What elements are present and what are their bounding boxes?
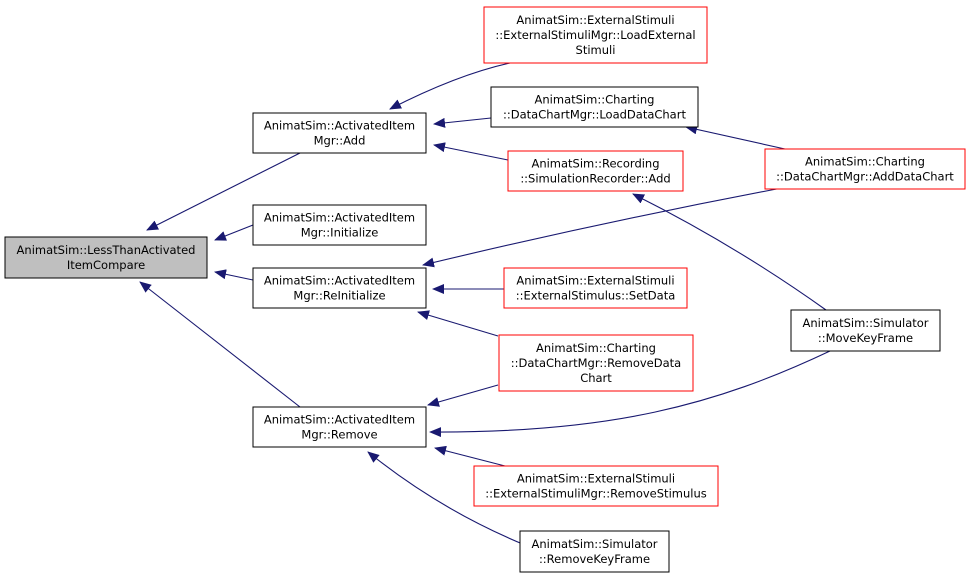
node-box [4,236,208,279]
node-label-line: ::MoveKeyFrame [818,331,913,345]
node-label-line: AnimatSim::Simulator [802,316,928,330]
node-label-line: AnimatSim::Simulator [531,537,657,551]
edge-n8-to-n6 [685,124,786,150]
edge-n8-to-n3 [422,187,783,268]
node-n13[interactable]: AnimatSim::Simulator::RemoveKeyFrame [519,530,670,573]
node-box [252,112,427,154]
node-label-line: AnimatSim::ActivatedItem [264,274,415,288]
node-label-line: AnimatSim::ExternalStimuli [517,472,675,486]
node-label-line: ::RemoveKeyFrame [539,552,650,566]
edge-n11-to-n4 [429,350,831,438]
node-box [490,86,699,128]
node-label-line: Chart [580,371,612,385]
node-box [252,406,427,448]
node-n8[interactable]: AnimatSim::Charting::DataChartMgr::AddDa… [764,148,966,190]
nodes-layer: AnimatSim::LessThanActivatedItemCompareA… [4,6,966,573]
node-box [252,204,427,246]
node-label-line: AnimatSim::Charting [536,341,656,355]
node-n9[interactable]: AnimatSim::ExternalStimuli::ExternalStim… [503,267,688,309]
node-box [498,334,694,392]
node-label-line: AnimatSim::Charting [535,93,655,107]
node-n5[interactable]: AnimatSim::ExternalStimuli::ExternalStim… [483,6,708,64]
node-label-line: ::ExternalStimuliMgr::LoadExternal [495,28,695,42]
edge-n7-to-n1 [433,142,509,161]
edge-n11-to-n7 [632,193,827,311]
node-box [519,530,670,573]
node-box [252,267,427,309]
node-label-line: Mgr::Add [314,134,366,148]
node-label-line: ::ExternalStimulus::SetData [516,289,676,303]
node-label-line: AnimatSim::ActivatedItem [264,413,415,427]
edge-n2-to-n0 [214,224,254,241]
edge-n4-to-n0 [139,281,301,408]
edge-n1-to-n0 [146,152,301,231]
node-n3[interactable]: AnimatSim::ActivatedItemMgr::ReInitializ… [252,267,427,309]
node-n12[interactable]: AnimatSim::ExternalStimuli::ExternalStim… [473,465,719,507]
node-box [503,267,688,309]
node-label-line: ::SimulationRecorder::Add [520,172,670,186]
node-label-line: ::DataChartMgr::RemoveData [511,356,681,370]
node-label-line: ::DataChartMgr::LoadDataChart [503,108,686,122]
node-label-line: AnimatSim::LessThanActivated [17,243,196,257]
node-label-line: AnimatSim::ExternalStimuli [516,274,674,288]
node-label-line: ::DataChartMgr::AddDataChart [776,170,954,184]
edge-n12-to-n4 [434,445,506,467]
node-label-line: Stimuli [576,43,616,57]
node-label-line: AnimatSim::ExternalStimuli [516,13,674,27]
node-label-line: ItemCompare [67,258,145,272]
node-box [790,309,941,352]
node-n10[interactable]: AnimatSim::Charting::DataChartMgr::Remov… [498,334,694,392]
node-label-line: Mgr::Remove [301,428,377,442]
node-label-line: Mgr::Initialize [301,226,379,240]
node-label-line: AnimatSim::ActivatedItem [264,211,415,225]
node-box [473,465,719,507]
node-box [764,148,966,190]
edges-layer [139,59,831,546]
node-box [507,150,684,192]
edge-n3-to-n0 [214,269,254,281]
node-label-line: AnimatSim::Recording [531,157,659,171]
node-label-line: ::ExternalStimuliMgr::RemoveStimulus [485,487,706,501]
edge-n13-to-n4 [367,451,526,546]
node-n6[interactable]: AnimatSim::Charting::DataChartMgr::LoadD… [490,86,699,128]
edge-n6-to-n1 [433,117,492,128]
node-n7[interactable]: AnimatSim::Recording::SimulationRecorder… [507,150,684,192]
edge-n10-to-n3 [417,310,499,337]
node-n11[interactable]: AnimatSim::Simulator::MoveKeyFrame [790,309,941,352]
node-label-line: Mgr::ReInitialize [293,289,385,303]
node-label-line: AnimatSim::ActivatedItem [264,119,415,133]
node-box [483,6,708,64]
node-label-line: AnimatSim::Charting [805,155,925,169]
edge-n10-to-n4 [427,384,499,407]
